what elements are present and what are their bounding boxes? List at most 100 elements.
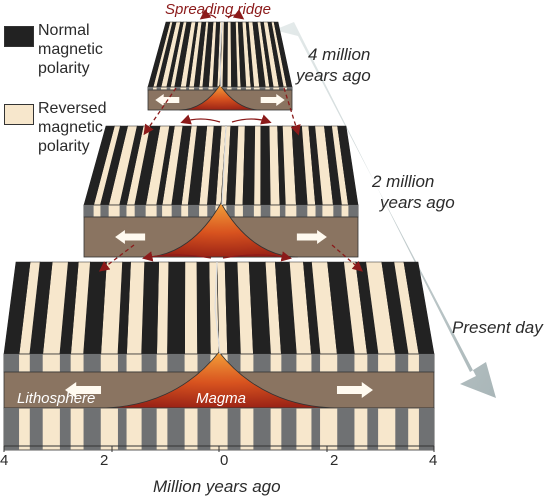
- front-band-stripe: [296, 205, 308, 217]
- front-band-stripe: [117, 354, 127, 372]
- stage-label-4-million: 4 million years ago: [296, 45, 371, 85]
- bottom-band-stripe: [29, 408, 43, 450]
- magma-chamber: [179, 84, 261, 111]
- spreading-arrow-right: [260, 94, 285, 106]
- polarity-stripe: [253, 125, 262, 206]
- bottom-band-stripe: [367, 408, 379, 450]
- bottom-band-stripe: [141, 408, 157, 450]
- bottom-band-stripe: [59, 408, 71, 450]
- spreading-arrow-left: [115, 230, 146, 244]
- front-band-stripe: [279, 87, 284, 90]
- bottom-band-stripe: [83, 408, 101, 450]
- front-band-stripe: [286, 87, 292, 90]
- bottom-band-stripe: [227, 408, 241, 450]
- axis-tick-label-0: 0: [220, 452, 229, 469]
- bottom-band-stripe: [117, 408, 127, 450]
- ridge-arrow-left: [199, 9, 217, 20]
- ridge-arrow-right: [231, 114, 272, 125]
- bottom-band-stripe: [4, 408, 20, 450]
- front-band-stripe: [4, 354, 20, 372]
- legend-reversed-label: Reversed magnetic polarity: [38, 100, 107, 155]
- crust-block-2: [83, 114, 359, 258]
- polarity-stripe: [242, 125, 256, 206]
- front-band-stripe: [59, 354, 71, 372]
- front-band-stripe: [156, 205, 163, 217]
- front-band-stripe: [333, 205, 342, 217]
- bottom-band-stripe: [253, 408, 271, 450]
- front-band-stripe: [250, 87, 254, 90]
- front-band-stripe: [226, 205, 235, 217]
- front-band-stripe: [281, 354, 297, 372]
- front-band-stripe: [156, 87, 161, 90]
- legend-normal-label: Normal magnetic polarity: [38, 22, 103, 77]
- front-band-stripe: [119, 205, 127, 217]
- lithosphere-label: Lithosphere: [17, 390, 96, 407]
- front-band-stripe: [222, 87, 228, 90]
- spreading-arrow-right: [336, 382, 373, 398]
- bottom-band-stripe: [167, 408, 185, 450]
- stage-connector-arrow: [331, 244, 363, 272]
- front-band-stripe: [240, 87, 246, 90]
- rift-crack: [221, 125, 227, 206]
- bottom-band-stripe: [395, 408, 409, 450]
- axis-tick-label-left-4: 4: [0, 452, 9, 469]
- ridge-arrow-right: [227, 9, 245, 20]
- axis-tick-label-left-2: 2: [100, 452, 109, 469]
- front-band-stripe: [279, 205, 286, 217]
- front-band-stripe: [186, 87, 190, 90]
- front-band-stripe: [166, 87, 171, 90]
- polarity-stripe: [167, 261, 186, 355]
- stage-connector-arrow: [283, 87, 301, 136]
- front-band-stripe: [167, 354, 185, 372]
- magma-label: Magma: [196, 390, 247, 407]
- stage-label-2-million: 2 million years ago: [372, 172, 455, 212]
- bottom-band-stripe: [197, 408, 211, 450]
- magma-chamber: [144, 202, 298, 258]
- front-band-stripe: [242, 205, 254, 217]
- front-band-stripe: [29, 354, 43, 372]
- rift-crack: [214, 261, 221, 355]
- front-band-stripe: [260, 205, 271, 217]
- axis-tick-label-right-4: 4: [429, 452, 438, 469]
- front-band-stripe: [134, 205, 146, 217]
- ridge-arrow-left: [142, 251, 212, 262]
- polarity-stripe: [196, 261, 211, 355]
- front-band-stripe: [269, 87, 274, 90]
- polarity-stripe: [260, 125, 271, 206]
- front-band-stripe: [418, 354, 434, 372]
- front-band-stripe: [84, 205, 94, 217]
- crust-block-3: [3, 251, 435, 451]
- axis-label: Million years ago: [153, 477, 281, 496]
- front-band-stripe: [148, 87, 154, 90]
- front-band-stripe: [337, 354, 355, 372]
- front-band-stripe: [188, 205, 200, 217]
- front-band-stripe: [311, 354, 321, 372]
- ridge-arrow-right: [222, 251, 292, 262]
- front-band-stripe: [171, 205, 182, 217]
- front-band-stripe: [395, 354, 409, 372]
- front-band-stripe: [259, 87, 266, 90]
- front-band-stripe: [194, 87, 200, 90]
- front-band-stripe: [348, 205, 358, 217]
- bottom-band-stripe: [281, 408, 297, 450]
- front-band-stripe: [202, 87, 209, 90]
- rift-crack: [219, 21, 223, 88]
- crust-block-1: [147, 9, 293, 111]
- spreading-arrow-right: [296, 230, 327, 244]
- stage-label-present-day: Present day: [452, 318, 543, 337]
- front-band-stripe: [207, 205, 216, 217]
- legend-normal-swatch: [4, 26, 34, 47]
- front-band-stripe: [83, 354, 101, 372]
- front-band-stripe: [212, 87, 218, 90]
- ridge-arrow-left: [180, 114, 221, 125]
- polarity-stripe: [184, 261, 198, 355]
- legend-reversed-swatch: [4, 104, 34, 125]
- axis-tick-label-right-2: 2: [330, 452, 339, 469]
- front-band-stripe: [367, 354, 379, 372]
- front-band-stripe: [141, 354, 157, 372]
- front-band-stripe: [315, 205, 323, 217]
- bottom-band-stripe: [418, 408, 434, 450]
- front-band-stripe: [253, 354, 271, 372]
